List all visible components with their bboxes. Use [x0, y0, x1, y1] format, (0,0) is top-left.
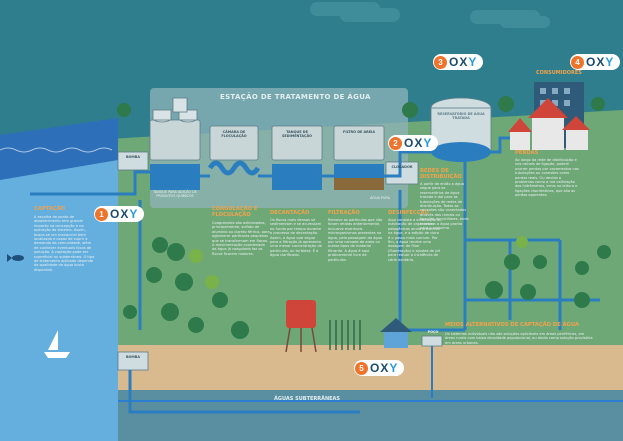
meios-text: Os sistemas individuais não são soluções… [445, 332, 593, 345]
aguas-subterraneas-heading: ÁGUAS SUBTERRÂNEAS [274, 396, 341, 402]
camara-label: CÂMARA DE FLOCULAÇÃO [221, 130, 247, 138]
callout-3[interactable]: 3 OXY [433, 54, 484, 70]
bomba-label: BOMBA [125, 355, 141, 359]
desinfeccao-heading: DESINFECÇÃO [388, 210, 429, 216]
consumidores-heading: CONSUMIDORES [536, 70, 582, 76]
coagulacao-text: Coagulantes são adicionados, principalme… [212, 221, 270, 256]
callout-number: 4 [571, 55, 584, 69]
perdas-text: Ao longo da rede de distribuição e nos r… [515, 158, 579, 198]
callout-number: 1 [95, 207, 108, 221]
callout-number: 5 [355, 361, 368, 375]
station-title: ESTAÇÃO DE TRATAMENTO DE ÁGUA [220, 93, 371, 101]
coagulacao-heading: COAGULAÇÃO E FLOCULAÇÃO [212, 206, 258, 218]
callout-number: 3 [434, 55, 447, 69]
decantacao-text: Os flocos mais densos se sedimentam e se… [270, 218, 322, 258]
redes-heading: REDES DE DISTRIBUIÇÃO [420, 168, 462, 180]
callout-2[interactable]: 2 OXY [388, 135, 439, 151]
tanque-adicao-label: TANQUE PARA ADIÇÃO DE PRODUTOS QUÍMICOS [153, 190, 197, 198]
agua-pura-label: ÁGUA PURA [370, 196, 390, 200]
oxy-logo: OXY [586, 55, 615, 69]
meios-heading: MEIOS ALTERNATIVOS DE CAPTAÇÃO DE ÁGUA [445, 322, 579, 328]
oxy-logo: OXY [370, 361, 399, 375]
reservatorio-label: RESERVATÓRIO DE ÁGUA TRATADA [437, 112, 485, 120]
filtro-label: FILTRO DE AREIA [343, 130, 375, 134]
callout-1[interactable]: 1 OXY [94, 206, 145, 222]
oxy-logo: OXY [449, 55, 478, 69]
clorador-label: CLORADOR [391, 165, 413, 169]
captacao-text: A escolha do ponto de abastecimento tem … [34, 215, 95, 272]
callout-number: 2 [389, 136, 402, 150]
oxy-logo: OXY [110, 207, 139, 221]
filtracao-heading: FILTRAÇÃO [328, 210, 360, 216]
callout-5[interactable]: 5 OXY [354, 360, 405, 376]
decantacao-heading: DECANTAÇÃO [270, 210, 310, 216]
oxy-logo: OXY [404, 136, 433, 150]
desinfeccao-text: Aqui consiste a eliminação ou inativação… [388, 218, 442, 262]
filtracao-text: Remove as partículas que não foram retid… [328, 218, 383, 262]
captacao-heading: CAPTAÇÃO [34, 206, 66, 212]
redes-text: A partir de então a água segue para os r… [420, 182, 469, 231]
poco-label: POÇO [427, 330, 439, 334]
perdas-heading: PERDAS [515, 150, 539, 156]
bomba-label: BOMBA [125, 155, 141, 159]
tanque-sed-label: TANQUE DE SEDIMENTAÇÃO [281, 130, 313, 138]
callout-4[interactable]: 4 OXY [570, 54, 621, 70]
